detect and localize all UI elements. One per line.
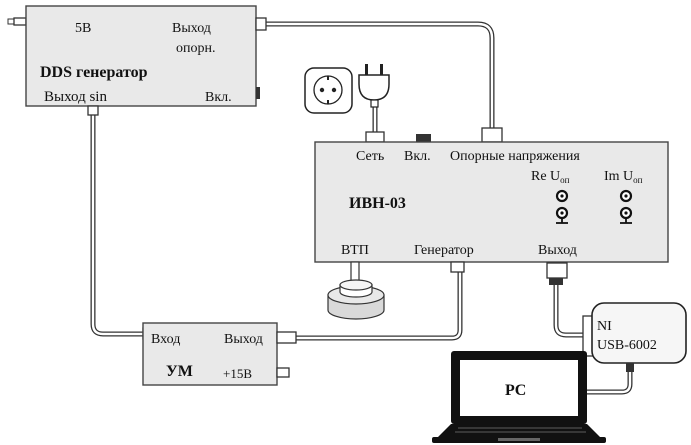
cable-ivn-out-to-ni [553, 282, 586, 338]
ivn-out-connector-plug [549, 278, 563, 285]
amp-out-connector [276, 331, 297, 344]
amp-supply-label: +15В [223, 366, 252, 381]
cable-ivn-gen-to-amp [293, 268, 463, 341]
laptop-pc-icon: PC [432, 351, 606, 443]
im-jack-upper-icon [619, 189, 633, 203]
ni-usb-port [626, 363, 634, 372]
dds-generator: 5В Выход опорн. DDS генератор Выход sin … [7, 5, 267, 116]
ni-label-2: USB-6002 [597, 338, 657, 353]
ni-usb-6002: NI USB-6002 [582, 302, 687, 372]
im-jack-lower-icon [619, 206, 633, 224]
cable-dds-ref-to-ivn [253, 21, 495, 131]
dds-title: DDS генератор [40, 64, 148, 81]
ivn-power-switch[interactable] [416, 134, 431, 142]
ivn-gen-connector [450, 261, 465, 273]
power-amplifier: Вход Выход УМ +15В [142, 322, 297, 386]
ivn-ref-connector [481, 127, 503, 143]
dds-ref-out-label-2: опорн. [176, 41, 215, 56]
dds-sin-out-label: Выход sin [44, 89, 107, 105]
ivn-title: ИВН-03 [349, 195, 406, 212]
ivn-vtp-label: ВТП [341, 243, 369, 258]
amp-out-label: Выход [224, 332, 263, 347]
dds-ref-out-label-1: Выход [172, 21, 211, 36]
pc-label: PC [505, 382, 526, 399]
mains-plug-icon [358, 64, 390, 108]
ivn-power-label: Вкл. [404, 149, 431, 164]
dds-5v-label: 5В [75, 21, 91, 36]
ni-label-1: NI [597, 319, 612, 334]
ivn-03-device: Сеть Вкл. Опорные напряжения Re Uоп Im U… [314, 127, 669, 285]
dds-generator-body [25, 5, 257, 107]
ivn-gen-label: Генератор [414, 243, 474, 258]
ivn-body [314, 141, 669, 263]
amp-in-label: Вход [151, 332, 180, 347]
ivn-mains-connector [365, 131, 385, 143]
amp-supply-connector [276, 367, 290, 378]
re-jack-upper-icon [555, 189, 569, 203]
re-jack-lower-icon [555, 206, 569, 224]
dds-sin-out-connector [87, 105, 99, 116]
ivn-im-label: Im Uоп [604, 169, 643, 185]
ivn-mains-label: Сеть [356, 149, 384, 164]
ivn-out-connector [546, 262, 568, 279]
dds-power-switch[interactable] [256, 87, 260, 99]
cable-dds-sin-to-amp [90, 112, 146, 337]
dds-power-label: Вкл. [205, 90, 232, 105]
ni-body [591, 302, 687, 364]
cable-ni-to-pc [582, 369, 633, 395]
dds-ref-out-connector [255, 17, 267, 31]
eddy-current-probe-icon [327, 261, 385, 320]
amp-body [142, 322, 278, 386]
dds-5v-connector [7, 18, 15, 25]
ivn-re-label: Re Uоп [531, 169, 570, 185]
mains-socket-icon [304, 67, 353, 114]
amp-title: УМ [166, 363, 193, 380]
dds-5v-plug [13, 17, 27, 26]
ivn-out-label: Выход [538, 243, 577, 258]
ivn-refs-label: Опорные напряжения [450, 149, 580, 164]
